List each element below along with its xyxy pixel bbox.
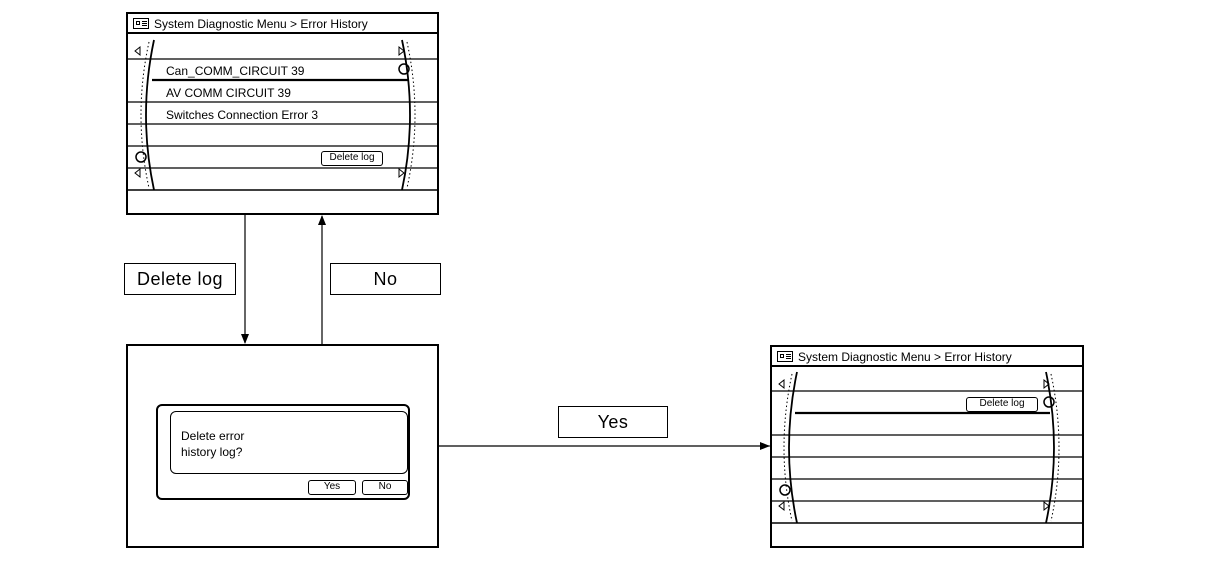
flow-label-delete-log: Delete log — [124, 263, 236, 295]
delete-log-button[interactable]: Delete log — [321, 151, 383, 166]
confirm-dialog: Delete error history log? Yes No — [156, 404, 410, 500]
dialog-message-line1: Delete error — [181, 429, 245, 443]
flow-label-yes: Yes — [558, 406, 668, 438]
title-bar: System Diagnostic Menu > Error History — [772, 347, 1082, 367]
menu-icon — [777, 351, 793, 362]
screen1-frame-details — [127, 39, 438, 191]
menu-icon — [133, 18, 149, 29]
title-bar: System Diagnostic Menu > Error History — [128, 14, 437, 34]
list-item-can-comm[interactable]: Can_COMM_CIRCUIT 39 — [166, 64, 305, 78]
screen-title: System Diagnostic Menu > Error History — [798, 350, 1012, 364]
screen3-frame-details — [765, 371, 1083, 524]
delete-log-button[interactable]: Delete log — [966, 397, 1038, 412]
dialog-message-line2: history log? — [181, 445, 243, 459]
error-history-screen: System Diagnostic Menu > Error History C… — [126, 12, 439, 215]
confirm-dialog-screen: Delete error history log? Yes No — [126, 344, 439, 548]
list-item-av-comm[interactable]: AV COMM CIRCUIT 39 — [166, 86, 291, 100]
list-item-switches[interactable]: Switches Connection Error 3 — [166, 108, 319, 122]
no-button[interactable]: No — [362, 480, 408, 495]
flow-arrows — [241, 215, 770, 450]
screen-title: System Diagnostic Menu > Error History — [154, 17, 368, 31]
yes-button[interactable]: Yes — [308, 480, 356, 495]
dialog-message-box: Delete error history log? — [170, 411, 408, 474]
flow-label-no: No — [330, 263, 441, 295]
